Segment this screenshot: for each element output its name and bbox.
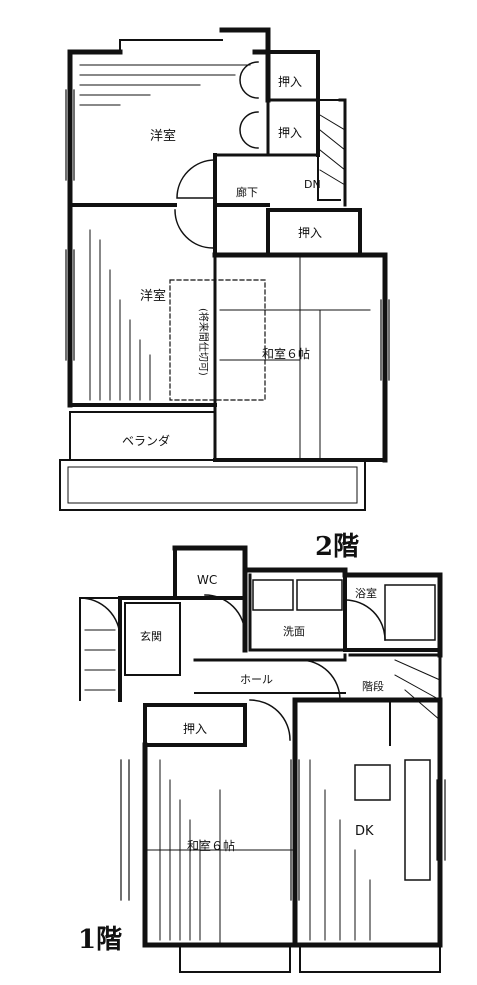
room-label-washroom: 洗面: [283, 625, 305, 638]
lower-floor-walls: [79, 545, 446, 973]
room-label-western-north: 洋室: [150, 128, 176, 144]
room-label-entrance: 玄関: [140, 629, 162, 643]
room-label-hallway: 廊下: [236, 185, 258, 199]
floor-title-lower: 1階: [78, 925, 122, 955]
room-label-dk: DK: [355, 824, 374, 839]
room-label-closet-1: 押入: [278, 75, 302, 89]
lower-floor-hatching: [84, 629, 441, 946]
floor-title-upper: 2階: [315, 532, 359, 562]
room-label-wc: WC: [197, 573, 217, 587]
upper-floor-hatching: [79, 64, 371, 461]
upper-floor-labels: 洋室 押入 押入 廊下 DN 洋室 押入 和室６帖 ベランダ (将来間仕切可): [122, 75, 322, 448]
room-label-bath: 浴室: [355, 586, 377, 600]
room-label-washitsu-upper: 和室６帖: [262, 346, 310, 361]
upper-floor-walls: [59, 27, 390, 511]
partition-note: (将来間仕切可): [197, 308, 210, 376]
room-label-closet-lower: 押入: [183, 722, 207, 736]
room-label-stairs: 階段: [362, 679, 384, 693]
lower-floor-labels: WC 浴室 玄関 洗面 ホール 階段 押入 和室６帖 DK: [140, 573, 384, 853]
stair-down-label: DN: [304, 178, 321, 191]
room-label-western-south: 洋室: [140, 288, 166, 304]
room-label-washitsu-lower: 和室６帖: [187, 838, 235, 853]
room-label-hall: ホール: [240, 673, 273, 686]
room-label-closet-3: 押入: [298, 226, 322, 240]
room-label-veranda: ベランダ: [122, 433, 170, 448]
room-label-closet-2: 押入: [278, 126, 302, 140]
